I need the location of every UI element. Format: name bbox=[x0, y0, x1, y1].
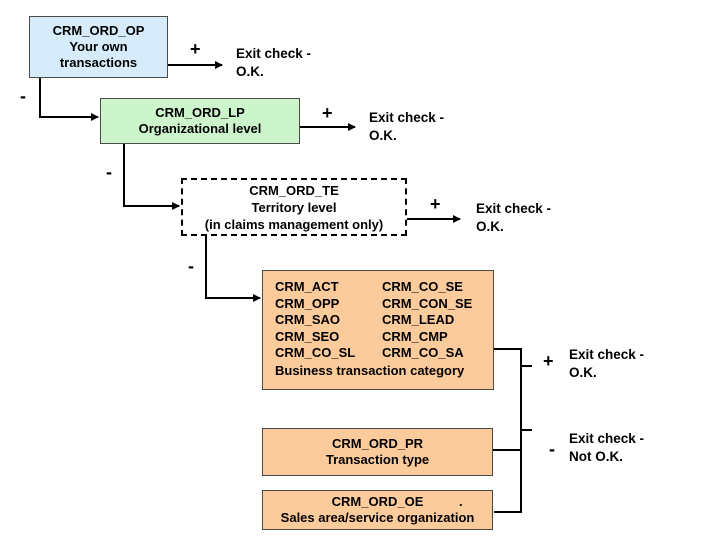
arrow-lp-to-te bbox=[123, 144, 180, 210]
plus-symbol: + bbox=[430, 194, 441, 214]
plus-symbol: + bbox=[190, 39, 201, 59]
category-code: CRM_LEAD bbox=[382, 312, 455, 327]
category-code: CRM_SAO bbox=[275, 312, 341, 327]
minus-symbol: - bbox=[549, 439, 555, 459]
node-line: Organizational level bbox=[138, 121, 262, 136]
node-business-transaction-category: CRM_ACT CRM_CO_SE CRM_OPP CRM_CON_SE CRM… bbox=[262, 270, 494, 390]
category-code: CRM_CO_SE bbox=[382, 279, 463, 294]
exit-line2: O.K. bbox=[476, 219, 504, 234]
category-code: CRM_CON_SE bbox=[382, 295, 473, 311]
exit-line2: O.K. bbox=[236, 64, 264, 79]
bracket-category bbox=[494, 348, 522, 513]
category-code: CRM_OPP bbox=[275, 295, 340, 311]
arrow-te-to-category bbox=[205, 236, 261, 302]
arrow-op-to-lp bbox=[39, 78, 99, 121]
category-code: CRM_ACT bbox=[275, 279, 339, 294]
exit-check-label: Exit check - Not O.K. bbox=[569, 430, 644, 466]
node-title-suffix: . bbox=[459, 494, 463, 509]
node-crm-ord-lp: CRM_ORD_LP Organizational level bbox=[100, 98, 300, 144]
node-title: CRM_ORD_TE bbox=[249, 182, 339, 198]
node-title: CRM_ORD_PR bbox=[331, 436, 423, 451]
exit-line1: Exit check - bbox=[569, 431, 645, 446]
node-line: Your own bbox=[69, 39, 128, 54]
node-crm-ord-oe: CRM_ORD_OE . Sales area/service organiza… bbox=[262, 490, 493, 530]
category-code: CRM_CO_SA bbox=[382, 345, 464, 360]
category-footer: Business transaction category bbox=[275, 362, 465, 378]
node-crm-ord-pr: CRM_ORD_PR Transaction type bbox=[262, 428, 493, 476]
exit-line2: O.K. bbox=[369, 128, 397, 143]
node-line: Transaction type bbox=[325, 452, 430, 467]
category-code-grid: CRM_ACT CRM_CO_SE CRM_OPP CRM_CON_SE CRM… bbox=[275, 279, 492, 362]
node-title-row: CRM_ORD_OE . bbox=[263, 494, 492, 510]
plus-symbol: + bbox=[322, 103, 333, 123]
minus-symbol: - bbox=[106, 162, 112, 182]
node-line: (in claims management only) bbox=[204, 216, 384, 232]
category-code: CRM_CO_SL bbox=[275, 345, 356, 360]
exit-line1: Exit check - bbox=[476, 201, 552, 216]
exit-line2: Not O.K. bbox=[569, 449, 623, 464]
exit-line1: Exit check - bbox=[236, 46, 312, 61]
exit-line1: Exit check - bbox=[369, 110, 445, 125]
exit-line2: O.K. bbox=[569, 365, 597, 380]
category-code: CRM_SEO bbox=[275, 328, 340, 344]
node-crm-ord-op: CRM_ORD_OP Your own transactions bbox=[29, 16, 168, 78]
exit-line1: Exit check - bbox=[569, 347, 645, 362]
node-crm-ord-te: CRM_ORD_TE Territory level (in claims ma… bbox=[181, 178, 407, 236]
exit-check-label: Exit check - O.K. bbox=[369, 109, 444, 145]
exit-check-label: Exit check - O.K. bbox=[476, 200, 551, 236]
node-title: CRM_ORD_OP bbox=[52, 23, 145, 38]
category-code: CRM_CMP bbox=[382, 328, 448, 344]
node-line: transactions bbox=[59, 55, 138, 70]
node-title: CRM_ORD_LP bbox=[155, 105, 245, 120]
minus-symbol: - bbox=[20, 86, 26, 106]
node-line: Sales area/service organization bbox=[280, 510, 475, 525]
node-line: Territory level bbox=[251, 199, 337, 215]
exit-check-label: Exit check - O.K. bbox=[236, 45, 311, 81]
node-title: CRM_ORD_OE bbox=[331, 494, 424, 509]
minus-symbol: - bbox=[188, 256, 194, 276]
exit-check-label: Exit check - O.K. bbox=[569, 346, 644, 382]
plus-symbol: + bbox=[543, 351, 554, 371]
